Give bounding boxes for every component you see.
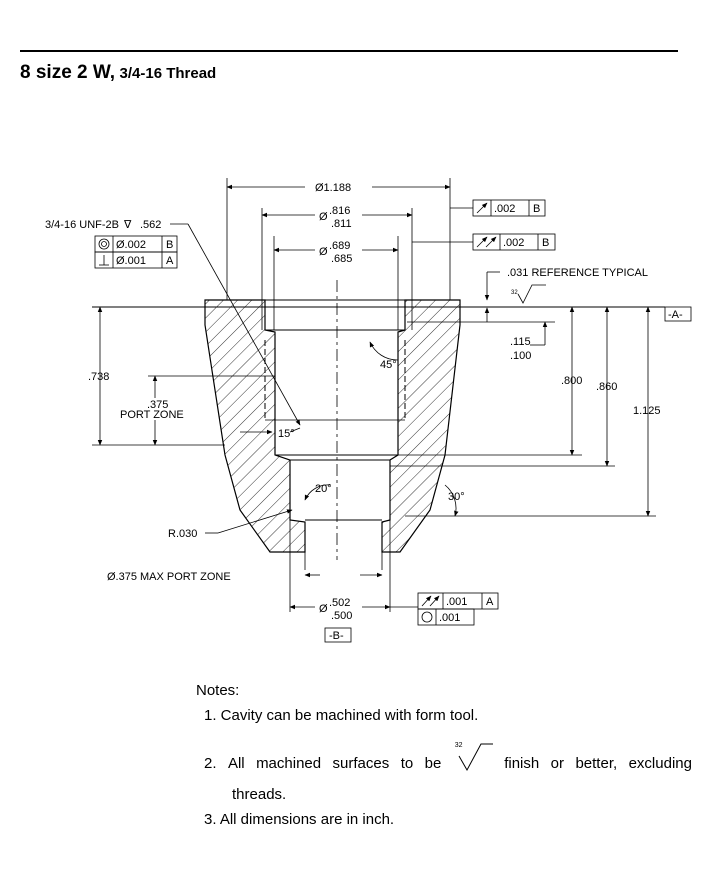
max-port-zone: Ø.375 MAX PORT ZONE [107,571,231,583]
runout3-tol: .001 [446,596,467,608]
fcf-circularity: .001 [417,608,475,626]
fcf-runout-2: .002 B [472,233,556,251]
title-main: 8 size 2 W, [20,62,116,83]
dim-738: .738 [88,371,109,383]
datum-b: -B- [329,630,344,642]
note-2-continued: threads. [232,786,287,803]
radius-label: R.030 [168,528,197,540]
dim-375: .375 [147,399,168,411]
note-finish-value: 32 [454,742,463,749]
dim-1125: 1.125 [633,405,661,417]
title-thread: 3/4-16 Thread [119,65,217,82]
fcf1-ref: B [166,239,173,251]
angle-15: 15° [278,428,295,440]
dim-502-prefix: Ø [319,603,328,615]
notes: Notes: 1. Cavity can be machined with fo… [196,682,692,828]
fcf-concentricity: Ø.002 B [94,235,178,253]
note-2-word: 2. [204,755,217,772]
note-2-word: All [227,755,245,772]
fcf1-tol: Ø.002 [116,239,146,251]
note-2-word: excluding [628,755,692,772]
title-rule [20,50,678,52]
note-3: 3. All dimensions are in inch. [204,811,395,828]
note-1: 1. Cavity can be machined with form tool… [204,707,479,724]
runout1-ref: B [533,203,540,215]
dim-100: .100 [510,350,531,362]
dim-689-hi: .689 [329,240,350,252]
finish-value: 32 [511,290,518,296]
runout3-ref: A [486,596,494,608]
notes-heading: Notes: [196,682,240,699]
dim-689-lo: .685 [331,253,352,265]
dim-816-lo: .811 [331,218,352,230]
finish-symbol: 32 [511,284,546,304]
fcf-runout-1: .002 B [472,199,546,217]
depth-symbol: ∇ [123,219,132,231]
dim-dia-outer: Ø1.188 [315,182,351,194]
angle-30: 30° [448,491,465,503]
angle-45: 45° [380,359,397,371]
note-2-word: better, [575,755,618,772]
dim-800: .800 [561,375,582,387]
fcf-perpendicularity: Ø.001 A [94,251,178,269]
note-2-word: machined [256,755,322,772]
note-2-word: to [400,755,414,772]
fcf2-ref: A [166,255,174,267]
runout1-tol: .002 [494,203,515,215]
dim-816-prefix: Ø [319,211,328,223]
note-2-word: be [424,755,442,772]
ref-typical: .031 REFERENCE TYPICAL [507,267,648,279]
dim-502-hi: .502 [329,597,350,609]
thread-depth: .562 [140,219,161,231]
note-2-word: finish [504,755,540,772]
fcf2-tol: Ø.001 [116,255,146,267]
port-cavity-drawing: Ø1.188 Ø .816 .811 Ø .689 .685 3/4-16 UN… [45,178,692,643]
thread-callout: 3/4-16 UNF-2B [45,219,119,231]
runout2-ref: B [542,237,549,249]
finish-icon: 32 [453,742,493,772]
section-right [381,299,461,553]
angle-20: 20° [315,483,332,495]
datum-a: -A- [668,309,683,321]
dim-115: .115 [510,336,531,348]
runout2-tol: .002 [503,237,524,249]
dim-502-lo: .500 [331,610,352,622]
dim-689-prefix: Ø [319,246,328,258]
fcf-runout-3: .001 A [417,592,499,610]
port-zone-label: PORT ZONE [120,409,184,421]
note-2-word: or [550,755,565,772]
page-title: 8 size 2 W, 3/4-16 Thread [20,62,216,84]
circ-tol: .001 [439,612,460,624]
dim-860: .860 [596,381,617,393]
dim-816-hi: .816 [329,205,350,217]
note-2-word: surfaces [332,755,390,772]
note-2: 2. All machined surfaces to be 32 finish… [204,742,692,772]
